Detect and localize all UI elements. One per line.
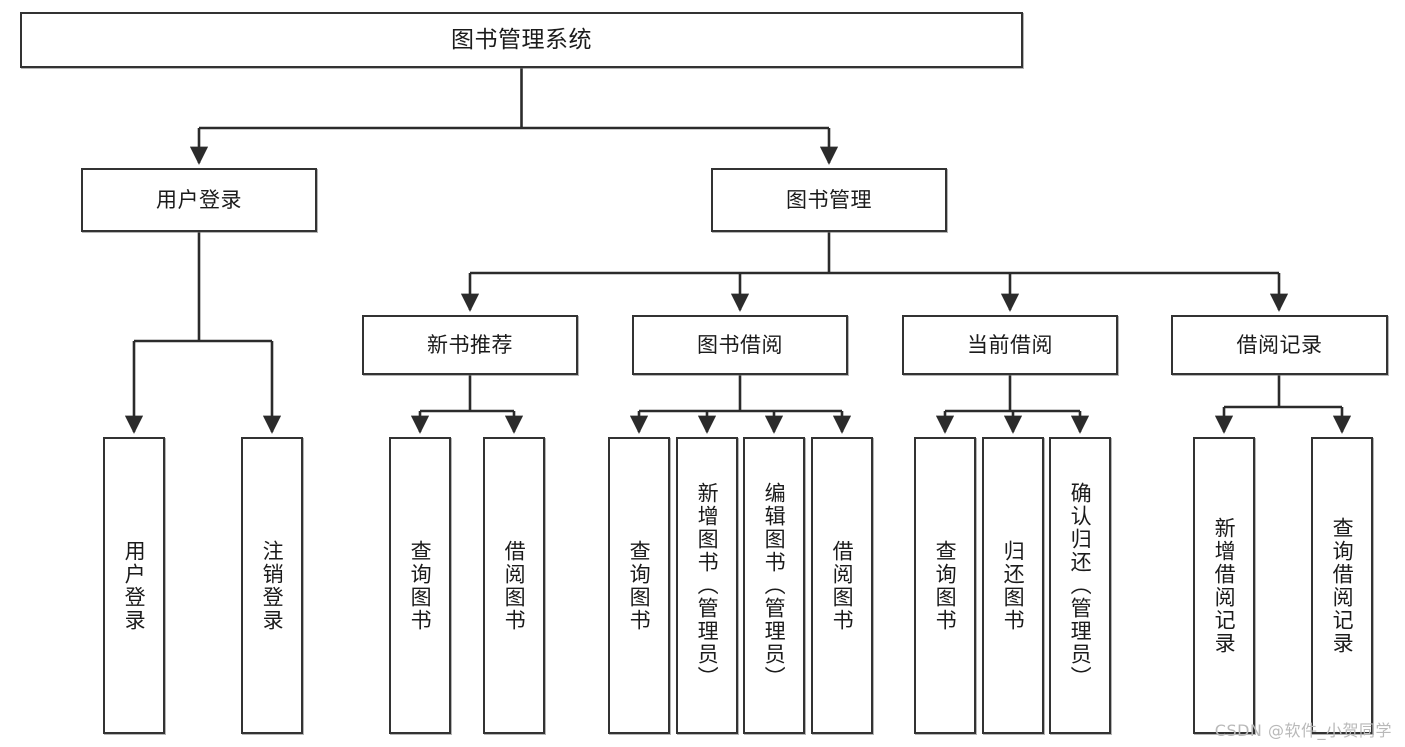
node-leaf-add-record-label: 新增借阅记录 <box>1212 516 1237 655</box>
node-book-manage-label: 图书管理 <box>786 187 872 212</box>
node-leaf-logout[interactable]: 注销登录 <box>241 437 303 734</box>
node-current-borrow[interactable]: 当前借阅 <box>902 315 1118 375</box>
node-leaf-borrow-book-2[interactable]: 借阅图书 <box>811 437 873 734</box>
node-leaf-query-book-3-label: 查询图书 <box>933 539 958 632</box>
node-book-borrow[interactable]: 图书借阅 <box>632 315 848 375</box>
node-book-borrow-label: 图书借阅 <box>697 332 783 357</box>
node-leaf-add-record[interactable]: 新增借阅记录 <box>1193 437 1255 734</box>
node-leaf-query-record[interactable]: 查询借阅记录 <box>1311 437 1373 734</box>
node-current-borrow-label: 当前借阅 <box>967 332 1053 357</box>
node-leaf-query-book-2-label: 查询图书 <box>627 539 652 632</box>
node-leaf-borrow-book-2-label: 借阅图书 <box>830 539 855 632</box>
node-leaf-borrow-book-1-label: 借阅图书 <box>502 539 527 632</box>
node-root-label: 图书管理系统 <box>451 26 592 53</box>
node-new-book-recommend[interactable]: 新书推荐 <box>362 315 578 375</box>
node-leaf-return-book-label: 归还图书 <box>1001 539 1026 632</box>
node-leaf-query-book-1[interactable]: 查询图书 <box>389 437 451 734</box>
node-leaf-edit-book[interactable]: 编辑图书（管理员） <box>743 437 805 734</box>
node-leaf-confirm-return[interactable]: 确认归还（管理员） <box>1049 437 1111 734</box>
node-borrow-record[interactable]: 借阅记录 <box>1171 315 1388 375</box>
node-leaf-borrow-book-1[interactable]: 借阅图书 <box>483 437 545 734</box>
node-root[interactable]: 图书管理系统 <box>20 12 1023 68</box>
node-leaf-return-book[interactable]: 归还图书 <box>982 437 1044 734</box>
node-leaf-confirm-return-label: 确认归还（管理员） <box>1068 482 1093 689</box>
node-leaf-user-login-label: 用户登录 <box>122 539 147 632</box>
node-user-login-label: 用户登录 <box>156 187 242 212</box>
node-book-manage[interactable]: 图书管理 <box>711 168 947 232</box>
node-leaf-logout-label: 注销登录 <box>260 539 285 632</box>
node-leaf-add-book-label: 新增图书（管理员） <box>695 482 720 689</box>
node-leaf-user-login[interactable]: 用户登录 <box>103 437 165 734</box>
csdn-watermark: CSDN @软件_小贺同学 <box>1214 721 1392 740</box>
node-leaf-query-book-2[interactable]: 查询图书 <box>608 437 670 734</box>
node-leaf-query-record-label: 查询借阅记录 <box>1330 516 1355 655</box>
node-leaf-query-book-1-label: 查询图书 <box>408 539 433 632</box>
node-leaf-query-book-3[interactable]: 查询图书 <box>914 437 976 734</box>
node-leaf-edit-book-label: 编辑图书（管理员） <box>762 482 787 689</box>
node-leaf-add-book[interactable]: 新增图书（管理员） <box>676 437 738 734</box>
node-borrow-record-label: 借阅记录 <box>1236 332 1323 357</box>
node-user-login[interactable]: 用户登录 <box>81 168 317 232</box>
node-new-book-recommend-label: 新书推荐 <box>427 332 513 357</box>
